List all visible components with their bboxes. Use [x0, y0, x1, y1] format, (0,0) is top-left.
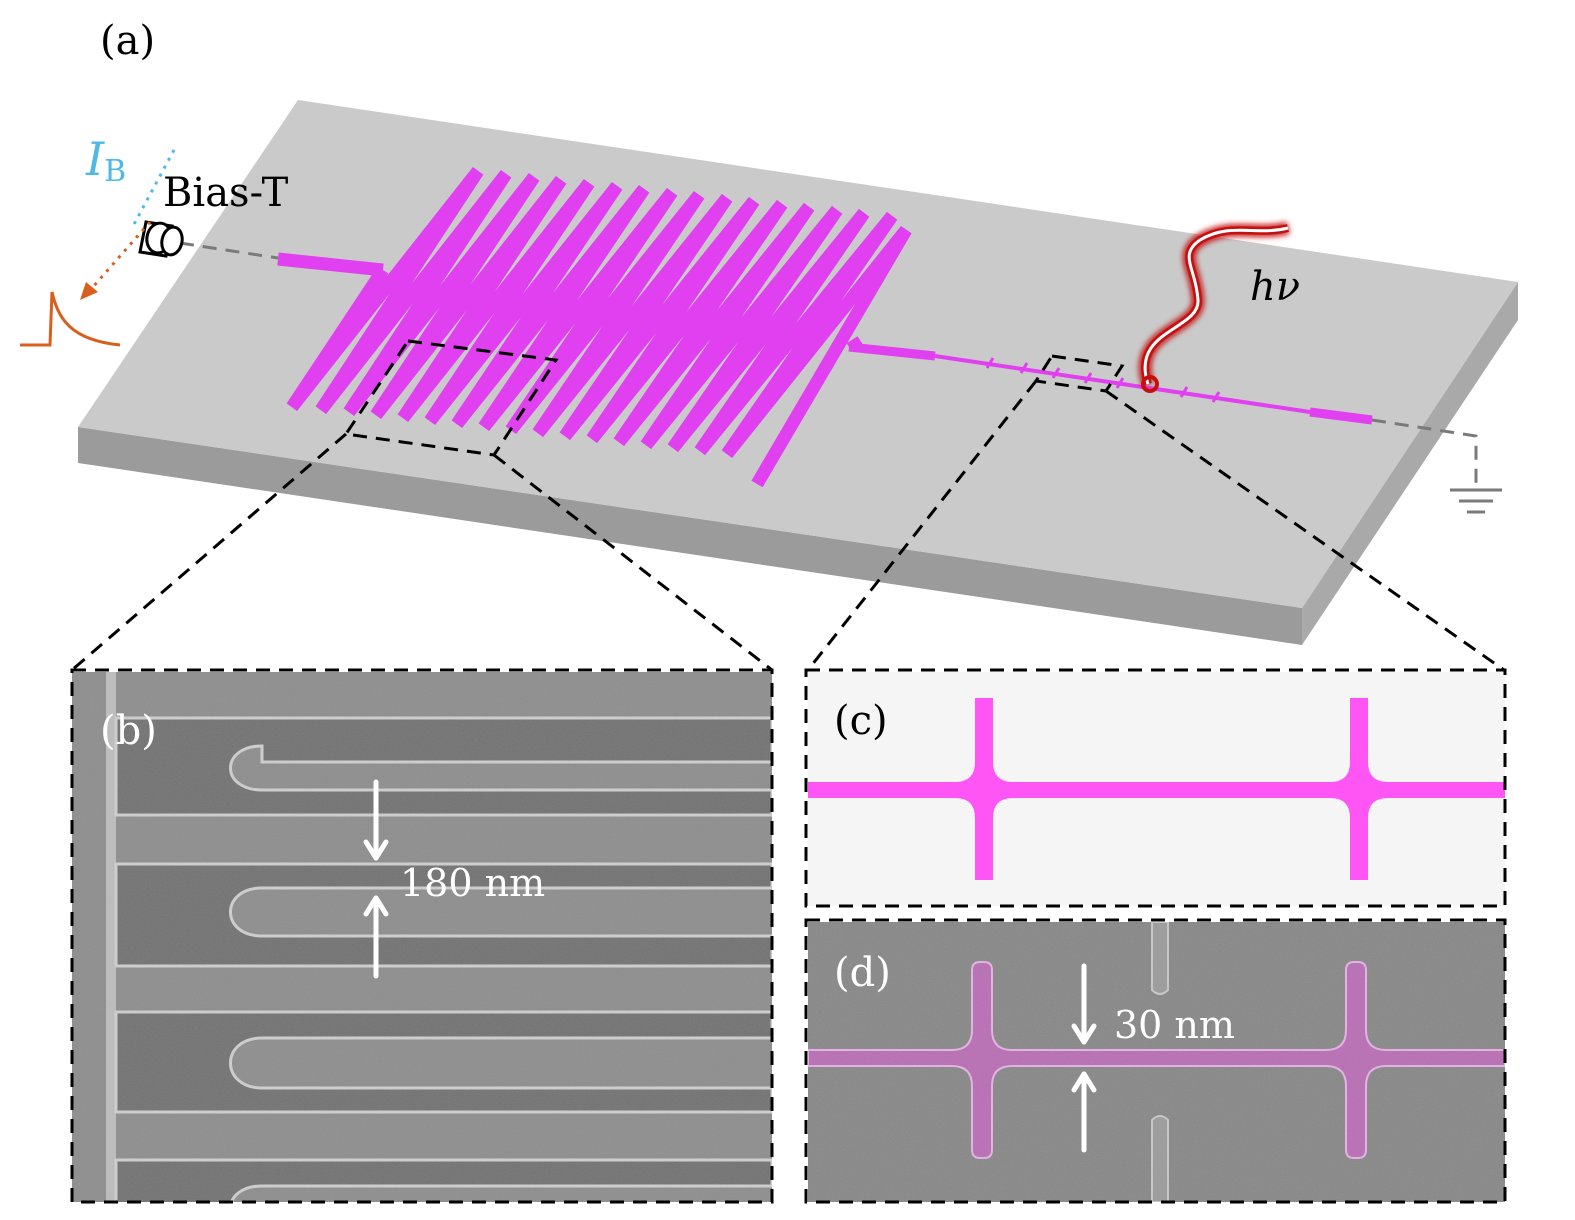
substrate-front-face [78, 427, 1302, 645]
pulse-arrowhead [80, 282, 98, 300]
panel-b-frame [70, 668, 774, 1204]
current-label: IB [85, 132, 126, 189]
width-arrows [1071, 963, 1097, 1153]
bias-lead-line [179, 241, 279, 260]
panel-a: (a) [20, 18, 1518, 672]
panel-d: 30 nm (d) [808, 922, 1505, 1202]
current-path [130, 149, 176, 229]
ground-icon [1450, 488, 1502, 514]
substrate-right-face [1302, 282, 1518, 645]
photon-wave-icon [1139, 222, 1290, 393]
panel-b-label: (b) [100, 708, 157, 754]
panel-c-label: (c) [834, 698, 888, 744]
coax-connector-icon [138, 220, 184, 258]
zoom-guide-cd-right [1105, 389, 1505, 672]
panel-c-frame [804, 668, 1507, 908]
panel-b: 180 nm (b) [72, 672, 772, 1202]
gap-label: 180 nm [400, 861, 545, 905]
panel-d-label: (d) [834, 950, 891, 996]
gap-arrows [363, 779, 389, 979]
pulse-trace-icon [20, 291, 121, 347]
current-label-main: I [85, 132, 105, 186]
photon-impact-icon [1141, 375, 1159, 393]
photon-label: hν [1250, 264, 1300, 310]
meander-nanowire [277, 166, 1373, 488]
width-label: 30 nm [1114, 1003, 1235, 1047]
bias-t-label: Bias-T [163, 170, 289, 216]
panel-d-frame [804, 918, 1507, 1204]
panel-c: (c) [808, 672, 1505, 906]
zoom-guide-b-left [71, 432, 347, 672]
pulse-path [90, 221, 152, 289]
zoom-guide-b-right [493, 453, 773, 672]
ground-lead-line [1371, 418, 1478, 488]
panel-a-label: (a) [100, 18, 155, 64]
zoom-guide-cd-left [806, 380, 1038, 671]
current-label-subscript: B [104, 154, 126, 189]
nanowire-cross-shapes [808, 698, 1505, 880]
